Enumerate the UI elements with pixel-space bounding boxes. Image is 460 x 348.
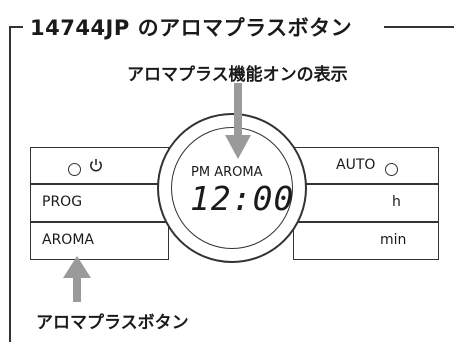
auto-button-label: AUTO xyxy=(336,157,376,173)
prog-button-label: PROG xyxy=(42,194,83,210)
frame-left-line xyxy=(9,26,11,342)
indicator-light-icon xyxy=(68,159,81,178)
aroma-button[interactable]: AROMA xyxy=(30,222,169,260)
diagram-title: 14744JP のアロマプラスボタン xyxy=(30,16,353,40)
minute-button[interactable]: min xyxy=(293,222,439,260)
indicator-light-icon xyxy=(385,159,398,178)
auto-button[interactable]: AUTO xyxy=(293,147,439,184)
annotation-aroma-button: アロマプラスボタン xyxy=(36,313,189,333)
display-time: 12:00 xyxy=(190,179,295,218)
power-button[interactable] xyxy=(30,147,169,184)
frame-top-left-line xyxy=(9,26,23,28)
display-status-text: PM AROMA xyxy=(191,165,263,180)
frame-top-right-line xyxy=(384,26,454,28)
hour-button-label: h xyxy=(392,194,401,210)
arrow-up-icon xyxy=(63,256,91,302)
minute-button-label: min xyxy=(380,232,407,248)
hour-button[interactable]: h xyxy=(293,184,439,222)
arrow-down-icon xyxy=(225,83,251,159)
annotation-aroma-indicator: アロマプラス機能オンの表示 xyxy=(127,65,348,85)
power-icon xyxy=(88,157,104,177)
aroma-button-label: AROMA xyxy=(42,232,94,248)
prog-button[interactable]: PROG xyxy=(30,184,169,222)
